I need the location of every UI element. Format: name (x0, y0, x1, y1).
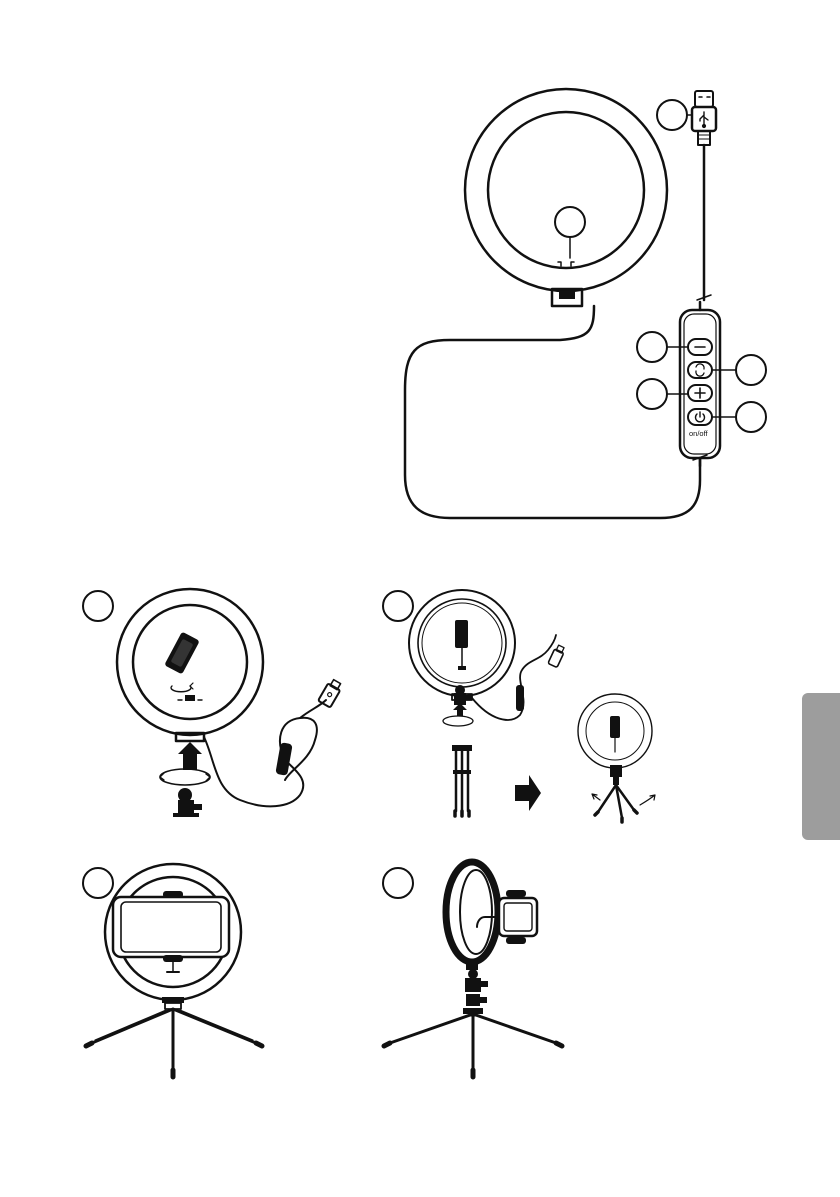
step-1-callout (83, 591, 113, 621)
power-icon (696, 412, 705, 422)
step-2-callout (383, 591, 413, 621)
usb-plug (692, 91, 716, 145)
step-3-illustration (83, 864, 262, 1077)
callout-ring-mount (555, 207, 585, 237)
inline-controller (680, 302, 720, 466)
callout-minus (637, 332, 667, 362)
cycle-icon (696, 364, 704, 376)
power-cable (405, 306, 700, 518)
step-4-callout (383, 868, 413, 898)
step-2-illustration (383, 590, 655, 822)
section-side-tab (802, 693, 840, 840)
callout-power (736, 402, 766, 432)
ring-light (465, 89, 667, 306)
step-1-illustration (83, 589, 343, 817)
next-step-arrow-icon (515, 775, 541, 811)
callout-plus (637, 379, 667, 409)
power-label: on/off (689, 429, 709, 438)
step-4-illustration (383, 862, 562, 1077)
step-3-callout (83, 868, 113, 898)
callout-usb (657, 100, 687, 130)
overview-diagram: on/off (405, 89, 766, 518)
usb-icon (700, 112, 708, 127)
callout-mode (736, 355, 766, 385)
